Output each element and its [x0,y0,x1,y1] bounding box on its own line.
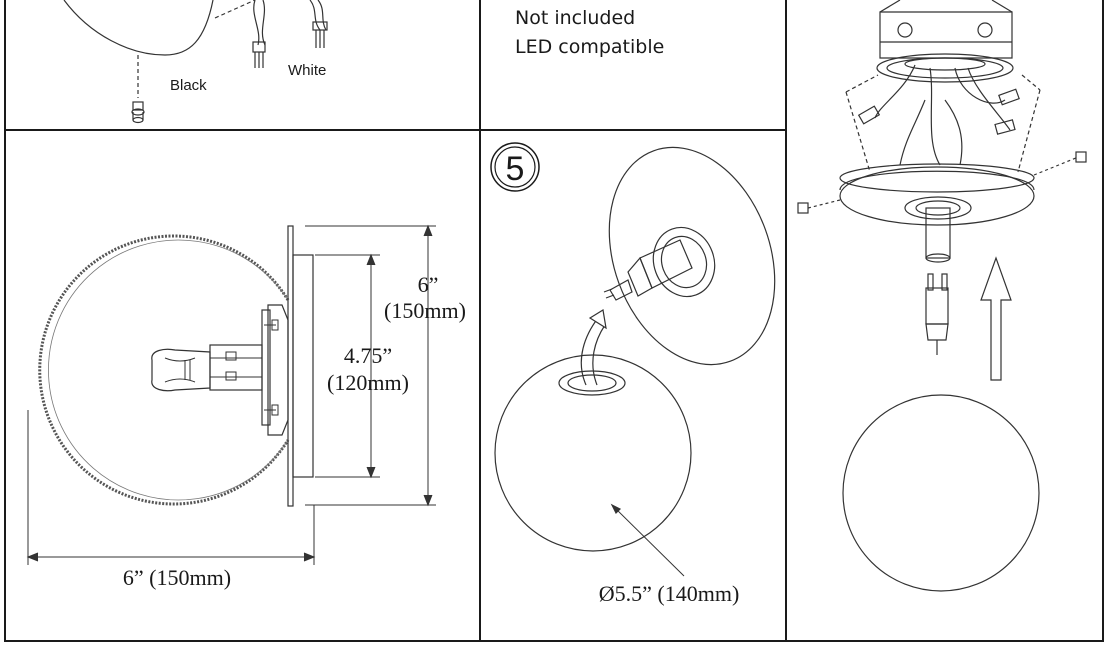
canopy-edge [63,0,214,56]
note-led-compatible: LED compatible [515,36,665,58]
step-badge [490,142,540,192]
globe-outline [38,234,290,506]
globe-attach-illustration [494,146,776,577]
glass-globe-ceiling [842,394,1040,592]
note-not-included: Not included [515,7,636,29]
screw-icon [131,101,145,124]
canopy [292,254,314,478]
canopy-plate [839,166,1035,226]
up-arrow-icon [980,256,1012,381]
dimension-inner-height-metric: (120mm) [327,370,409,395]
glass-globe [494,354,692,552]
panel-grid [4,0,1104,642]
dimension-globe-depth: 6” (150mm) [123,565,231,590]
canopy-wiring-illustration [63,0,328,124]
junction-box [879,0,1013,59]
wire-connector [252,21,328,68]
ceiling-install-illustration [797,0,1087,592]
wire-nut-icon [857,88,1020,135]
backplate [287,225,294,507]
bulb-notes: Not included LED compatible [515,4,664,62]
side-view-illustration [38,225,314,507]
step-number: 5 [506,150,525,188]
dimension-backplate-height-metric: (150mm) [384,298,466,323]
wire-label-white: White [288,62,326,79]
wire-label-black: Black [170,77,207,94]
dimension-backplate-height: 6” [418,272,439,297]
dimension-lines [26,224,436,565]
bulb-icon [151,348,211,392]
dimension-inner-height: 4.75” [344,343,392,368]
g9-bulb-icon [925,273,949,355]
canopy-disc [608,146,776,366]
dimension-globe-diameter: Ø5.5” (140mm) [599,581,740,606]
